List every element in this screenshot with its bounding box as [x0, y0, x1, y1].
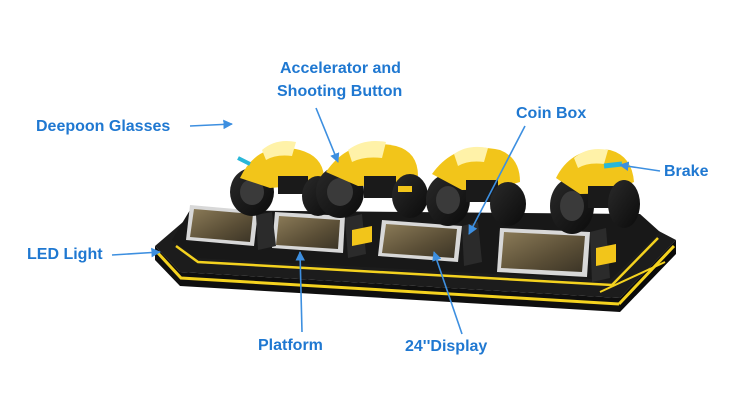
- display-1: [186, 205, 258, 246]
- leader-platform: [295, 251, 306, 333]
- leader-coin-box: [468, 125, 526, 235]
- leader-brake: [619, 161, 661, 172]
- leader-display: [432, 251, 463, 335]
- label-deepoon-glasses: Deepoon Glasses: [36, 118, 171, 135]
- label-brake: Brake: [664, 163, 709, 180]
- label-display: 24''Display: [405, 338, 488, 355]
- leader-accelerator: [315, 107, 340, 163]
- leader-deepoon-glasses: [189, 119, 233, 130]
- led-strips: [155, 237, 676, 306]
- motorbike-1: [230, 141, 334, 216]
- seat-pedestals: [256, 212, 616, 282]
- label-accelerator-line2: Shooting Button: [277, 83, 403, 100]
- motorbike-4: [550, 149, 640, 234]
- leader-led-light: [111, 247, 161, 258]
- label-platform: Platform: [258, 337, 323, 354]
- display-2: [272, 212, 345, 253]
- leader-lines: [111, 107, 661, 335]
- display-3: [378, 220, 462, 262]
- label-coin-box: Coin Box: [516, 105, 587, 122]
- label-accelerator-line1: Accelerator and: [280, 60, 401, 77]
- display-4: [497, 228, 590, 277]
- label-led-light: LED Light: [27, 246, 103, 263]
- motorbike-2: [316, 141, 428, 218]
